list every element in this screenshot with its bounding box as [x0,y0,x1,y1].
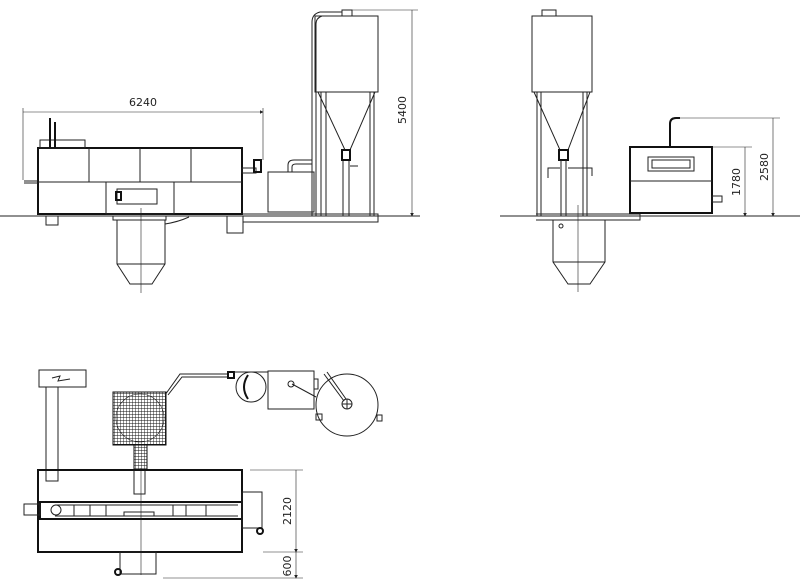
dimension-600: 600 [163,552,303,579]
hopper-side [552,205,606,292]
fryer-top [23,468,264,576]
dimension-label-1780: 1780 [730,168,743,196]
door-window [116,188,158,205]
dimension-label-2580: 2580 [758,153,771,181]
dimension-6240: 6240 [22,96,264,180]
dimension-5400: 5400 [352,9,418,217]
dimension-label-2120: 2120 [281,497,294,525]
fryer-side [629,117,723,214]
control-panel [38,369,87,482]
dimension-2120: 2120 [250,469,303,553]
dimension-label-600: 600 [281,556,294,577]
feed-tank [267,171,315,213]
dimension-label-5400: 5400 [396,96,409,124]
side-view: 2580 1780 [500,9,800,292]
silo-top [235,370,383,437]
top-view: 2120 600 [23,369,383,579]
discharge-hopper [112,208,190,293]
fryer-body [24,118,262,234]
silo-side [531,9,641,221]
front-view: 6240 5400 [0,9,420,293]
storage-silo [242,9,379,223]
dimension-2580: 2580 [672,117,780,217]
dimension-1780: 1780 [712,146,752,217]
dimension-label-6240: 6240 [129,96,157,109]
